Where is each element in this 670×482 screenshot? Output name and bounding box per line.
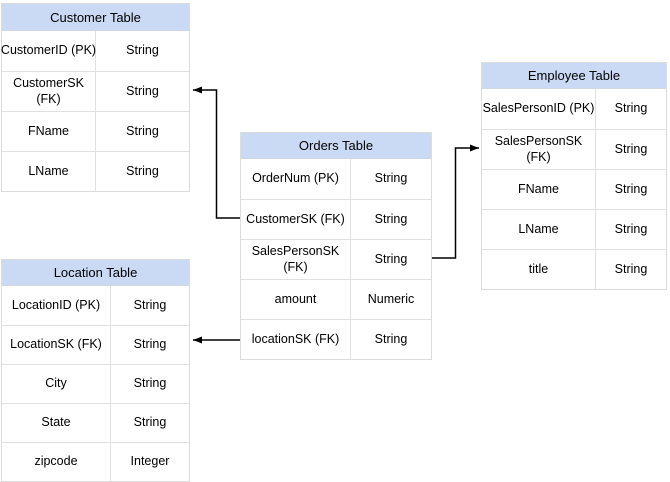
table-row: CustomerID (PK) String: [1, 31, 189, 71]
table-row: LName String: [2, 151, 189, 191]
orders-table[interactable]: Orders Table OrderNum (PK) String Custom…: [240, 132, 432, 360]
table-row: title String: [482, 249, 666, 289]
location-table[interactable]: Location Table LocationID (PK) String Lo…: [1, 259, 190, 482]
field-type-cell: String: [374, 331, 408, 346]
table-row: SalesPersonSK (FK) String: [241, 239, 431, 279]
field-name-cell: zipcode: [2, 443, 111, 481]
field-name-cell: CustomerSK (FK): [2, 72, 96, 111]
table-row: SalesPersonSK (FK) String: [482, 129, 666, 169]
field-type-cell: String: [126, 123, 159, 138]
field-name-cell: SalesPersonID (PK): [482, 89, 596, 129]
field-name-cell: City: [2, 365, 111, 403]
field-name-cell: FName: [482, 170, 596, 209]
table-row: FName String: [2, 111, 189, 151]
field-type-cell: Numeric: [367, 291, 415, 306]
customer-table-title: Customer Table: [2, 4, 189, 31]
table-row: City String: [2, 364, 189, 403]
field-type-cell: String: [374, 171, 408, 186]
field-name-cell: LocationSK (FK): [2, 326, 111, 364]
field-name-cell: SalesPersonSK (FK): [482, 130, 596, 169]
table-row: LocationID (PK) String: [2, 286, 189, 325]
field-name-cell: SalesPersonSK (FK): [241, 240, 351, 279]
field-type-cell: String: [614, 261, 648, 276]
field-type-cell: String: [133, 337, 167, 352]
table-row: SalesPersonID (PK) String: [482, 89, 666, 129]
field-name-cell: locationSK (FK): [241, 320, 351, 359]
field-name-cell: FName: [2, 112, 96, 151]
orders-table-title: Orders Table: [241, 133, 431, 159]
field-type-cell: Integer: [130, 454, 170, 469]
field-name-cell: amount: [241, 280, 351, 319]
field-type-cell: String: [133, 297, 167, 312]
table-row: CustomerSK (FK) String: [2, 71, 189, 111]
table-row: FName String: [482, 169, 666, 209]
table-row: LName String: [482, 209, 666, 249]
field-type-cell: String: [614, 101, 648, 116]
connector-orders-to-customer[interactable]: [193, 86, 240, 219]
field-type-cell: String: [126, 43, 159, 58]
field-type-cell: String: [133, 376, 167, 391]
field-name-cell: OrderNum (PK): [241, 159, 351, 199]
table-row: CustomerSK (FK) String: [241, 199, 431, 239]
customer-table[interactable]: Customer Table CustomerID (PK) String Cu…: [1, 3, 190, 192]
field-type-cell: String: [614, 181, 648, 196]
table-row: State String: [2, 403, 189, 442]
employee-table[interactable]: Employee Table SalesPersonID (PK) String…: [481, 62, 667, 290]
field-name-cell: State: [2, 404, 111, 442]
connector-orders-to-employee[interactable]: [432, 144, 479, 259]
employee-table-title: Employee Table: [482, 63, 666, 89]
field-name-cell: LocationID (PK): [2, 286, 111, 325]
location-table-title: Location Table: [2, 260, 189, 286]
field-type-cell: String: [614, 141, 648, 156]
field-type-cell: String: [133, 415, 167, 430]
table-row: LocationSK (FK) String: [2, 325, 189, 364]
field-name-cell: LName: [2, 152, 96, 191]
field-type-cell: String: [374, 251, 408, 266]
field-type-cell: String: [374, 211, 408, 226]
field-type-cell: String: [614, 221, 648, 236]
field-name-cell: CustomerSK (FK): [241, 200, 351, 239]
field-type-cell: String: [126, 163, 159, 178]
field-name-cell: LName: [482, 210, 596, 249]
table-row: amount Numeric: [241, 279, 431, 319]
field-type-cell: String: [126, 83, 159, 98]
table-row: locationSK (FK) String: [241, 319, 431, 359]
field-name-cell: CustomerID (PK): [1, 31, 96, 71]
table-row: zipcode Integer: [2, 442, 189, 481]
table-row: OrderNum (PK) String: [241, 159, 431, 199]
field-name-cell: title: [482, 250, 596, 289]
